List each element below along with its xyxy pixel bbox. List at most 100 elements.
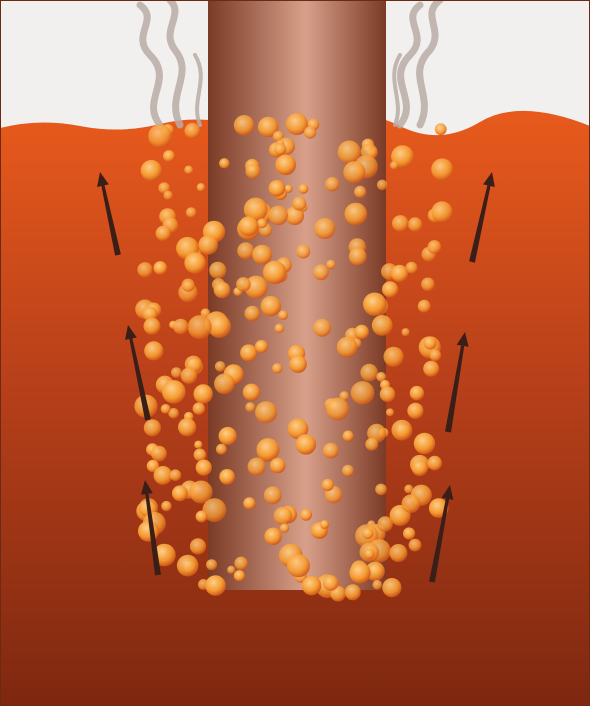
bubble-icon [151,446,167,462]
bubble-icon [343,161,365,183]
bubble-icon [182,279,195,292]
bubble-icon [197,183,205,191]
bubble-icon [185,123,201,139]
bubble-icon [252,245,272,265]
bubble-icon [409,539,422,552]
bubble-icon [320,520,329,529]
bubble-icon [363,293,386,316]
bubble-icon [372,315,393,336]
bubble-icon [188,315,212,339]
bubble-icon [248,458,266,476]
bubble-icon [154,466,173,485]
bubble-icon [386,408,394,416]
bubble-icon [141,160,162,181]
bubble-icon [144,341,163,360]
bubble-icon [263,261,286,284]
bubble-icon [274,143,286,155]
bubble-icon [234,557,247,570]
bubble-icon [300,509,312,521]
bubble-icon [163,191,172,200]
bubble-icon [302,576,321,595]
bubble-icon [274,507,293,526]
bubble-icon [184,166,193,175]
bubble-icon [245,164,260,179]
bubble-icon [280,523,289,532]
bubble-icon [234,115,254,135]
bubble-icon [156,226,171,241]
bubble-icon [391,265,408,282]
bubble-icon [245,306,260,321]
bubble-icon [430,350,442,362]
bubble-icon [431,158,453,180]
bubble-icon [421,278,435,292]
bubble-icon [402,494,421,513]
bubble-icon [264,486,282,504]
bubble-icon [255,401,277,423]
bubble-icon [239,216,259,236]
bubble-icon [296,244,310,258]
bubble-icon [257,438,280,461]
bubble-icon [423,361,439,377]
bubble-icon [349,248,367,266]
bubble-icon [172,485,188,501]
bubble-icon [364,549,374,559]
bubble-icon [243,497,255,509]
bubble-icon [245,402,255,412]
bubble-icon [198,235,218,255]
bubble-icon [227,566,235,574]
bubble-icon [323,575,339,591]
bubble-icon [243,384,260,401]
bubble-icon [178,418,196,436]
bubble-icon [365,438,378,451]
bubble-icon [292,196,306,210]
bubble-icon [431,201,452,222]
bubble-icon [427,456,442,471]
bubble-icon [345,203,368,226]
bubble-icon [194,384,213,403]
bubble-icon [314,218,335,239]
bubble-icon [171,367,182,378]
bubble-icon [219,469,235,485]
bubble-icon [161,501,171,511]
bubble-icon [313,264,329,280]
bubble-icon [380,386,396,402]
heating-rod [208,0,386,590]
bubble-icon [275,155,296,176]
bubble-icon [337,337,358,358]
bubble-icon [219,427,237,445]
bubble-icon [186,207,197,218]
bubble-icon [354,186,366,198]
bubble-icon [270,458,286,474]
bubble-icon [362,528,373,539]
bubble-icon [205,575,226,596]
bubble-icon [170,469,182,481]
bubble-icon [403,527,415,539]
bubble-icon [154,261,168,275]
bubble-icon [382,578,401,597]
bubble-icon [392,420,413,441]
bubble-icon [144,419,161,436]
bubble-icon [206,559,217,570]
bubble-icon [194,449,207,462]
bubble-icon [163,150,175,162]
bubble-icon [184,252,205,273]
bubble-icon [278,310,288,320]
bubble-icon [190,538,206,554]
bubble-icon [257,218,267,228]
bubble-icon [209,262,226,279]
bubble-icon [349,562,370,583]
bubble-icon [410,386,424,400]
bubble-icon [355,325,369,339]
bubble-icon [194,441,202,449]
bubble-icon [137,262,152,277]
bubble-icon [322,479,334,491]
bubble-icon [236,277,251,292]
bubble-icon [138,521,159,542]
bubble-icon [177,555,199,577]
bubble-icon [428,240,442,254]
bubble-icon [412,460,428,476]
bubble-icon [408,217,422,231]
bubble-icon [392,215,409,232]
bubble-icon [414,433,435,454]
